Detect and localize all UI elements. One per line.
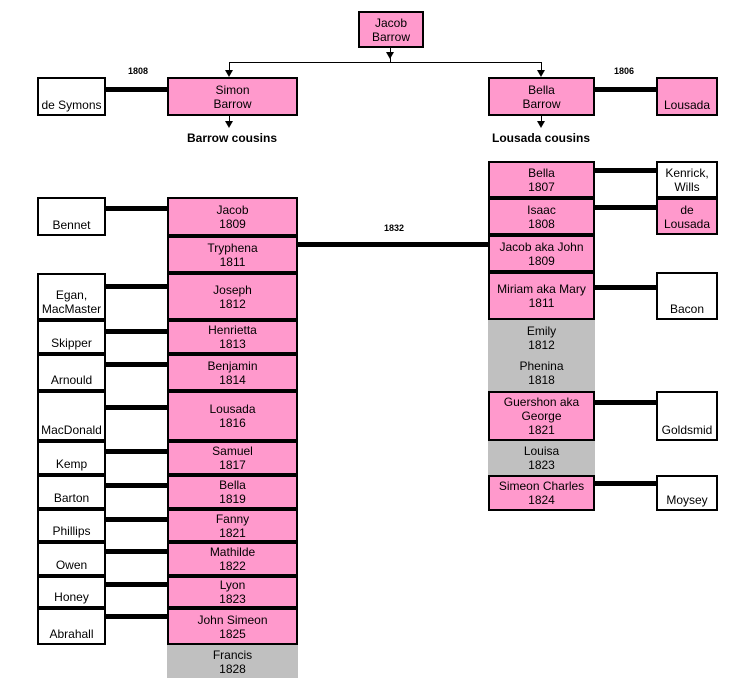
- right-child-spouse: Moysey: [656, 475, 718, 511]
- left-child-marriage-line: [106, 405, 167, 410]
- left-child: Henrietta 1813: [167, 320, 298, 354]
- arrow-down-icon: [537, 121, 545, 128]
- left-marriage-year: 1808: [128, 66, 149, 76]
- left-child-marriage-line: [106, 329, 167, 334]
- right-child: Simeon Charles 1824: [488, 475, 595, 511]
- left-child: Jacob 1809: [167, 197, 298, 236]
- right-child: Miriam aka Mary 1811: [488, 272, 595, 320]
- right-child-marriage-line: [595, 481, 656, 486]
- arrow-down-icon: [225, 121, 233, 128]
- left-child: Fanny 1821: [167, 509, 298, 542]
- left-label-stem: [229, 116, 230, 122]
- left-child: Lyon 1823: [167, 576, 298, 608]
- root-horizontal-line: [229, 62, 542, 63]
- left-child-spouse: Honey: [37, 576, 106, 608]
- left-child-marriage-line: [106, 549, 167, 554]
- left-child: John Simeon 1825: [167, 608, 298, 645]
- cousin-marriage-line: [298, 242, 488, 247]
- right-parent-stem: [541, 62, 542, 74]
- left-child: Mathilde 1822: [167, 542, 298, 576]
- right-child-marriage-line: [595, 400, 656, 405]
- left-child-marriage-line: [106, 582, 167, 587]
- right-child: Emily 1812: [488, 320, 595, 355]
- right-child: Jacob aka John 1809: [488, 235, 595, 272]
- arrow-down-icon: [537, 70, 545, 77]
- right-child-marriage-line: [595, 205, 656, 210]
- right-parent: Bella Barrow: [488, 77, 595, 116]
- left-child-spouse: Bennet: [37, 197, 106, 236]
- left-child-marriage-line: [106, 483, 167, 488]
- right-parent-marriage-line: [595, 87, 656, 92]
- right-parent-spouse: Lousada: [656, 77, 718, 116]
- left-parent-stem: [229, 62, 230, 74]
- left-child: Francis 1828: [167, 645, 298, 678]
- left-child-marriage-line: [106, 517, 167, 522]
- left-child-spouse: Phillips: [37, 509, 106, 542]
- right-child: Phenina 1818: [488, 355, 595, 391]
- right-child: Guershon aka George 1821: [488, 391, 595, 441]
- left-child: Tryphena 1811: [167, 236, 298, 273]
- left-child-marriage-line: [106, 362, 167, 367]
- left-child-spouse: Arnould: [37, 354, 106, 391]
- left-child: Bella 1819: [167, 475, 298, 509]
- right-marriage-year: 1806: [614, 66, 635, 76]
- right-child-spouse: Kenrick, Wills: [656, 161, 718, 198]
- right-child-marriage-line: [595, 168, 656, 173]
- left-child-spouse: Abrahall: [37, 608, 106, 645]
- left-child: Lousada 1816: [167, 391, 298, 441]
- left-child-spouse: MacDonald: [37, 391, 106, 441]
- root-person: Jacob Barrow: [358, 11, 424, 48]
- left-parent: Simon Barrow: [167, 77, 298, 116]
- left-child-spouse: Kemp: [37, 441, 106, 475]
- left-child-marriage-line: [106, 449, 167, 454]
- right-cousins-label: Lousada cousins: [492, 131, 591, 145]
- left-child-marriage-line: [106, 206, 167, 211]
- left-child-spouse: Barton: [37, 475, 106, 509]
- left-child-marriage-line: [106, 284, 167, 289]
- right-label-stem: [541, 116, 542, 122]
- left-child: Benjamin 1814: [167, 354, 298, 391]
- arrow-down-icon: [225, 70, 233, 77]
- left-child-spouse: Skipper: [37, 320, 106, 354]
- cousin-marriage-year: 1832: [384, 223, 405, 233]
- left-child-spouse: Owen: [37, 542, 106, 576]
- left-parent-spouse: de Symons: [37, 77, 106, 116]
- right-child-spouse: Goldsmid: [656, 391, 718, 441]
- right-child-spouse: de Lousada: [656, 198, 718, 235]
- left-cousins-label: Barrow cousins: [187, 131, 278, 145]
- left-parent-marriage-line: [106, 87, 167, 92]
- right-child-spouse: Bacon: [656, 272, 718, 320]
- left-child-spouse: Egan, MacMaster: [37, 273, 106, 320]
- left-child: Samuel 1817: [167, 441, 298, 475]
- left-child: Joseph 1812: [167, 273, 298, 320]
- right-child-marriage-line: [595, 285, 656, 290]
- right-child: Isaac 1808: [488, 198, 595, 235]
- right-child: Louisa 1823: [488, 441, 595, 475]
- left-child-marriage-line: [106, 614, 167, 619]
- arrow-down-icon: [386, 52, 394, 59]
- right-child: Bella 1807: [488, 161, 595, 198]
